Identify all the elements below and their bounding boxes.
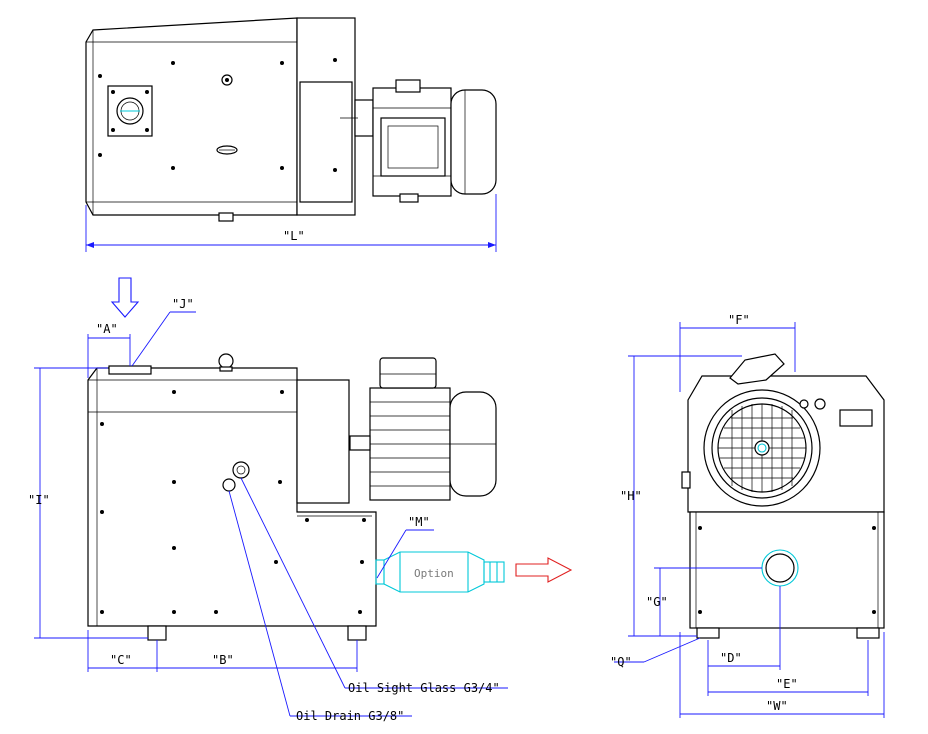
callout-oil-sight-glass: Oil Sight Glass G3/4" [348, 681, 500, 695]
front-view-nameplate [839, 409, 873, 427]
top-view-terminal-box [380, 117, 446, 177]
front-view-lifting-eye [729, 353, 785, 385]
front-view-oil-reservoir [689, 511, 885, 629]
front-view-motor-flange [703, 389, 821, 507]
dimension-label-D: "D" [720, 651, 742, 665]
dimension-label-Q: "Q" [610, 655, 632, 669]
front-view-foot-left [696, 627, 720, 639]
dimension-label-M: "M" [408, 515, 430, 529]
dimension-label-F: "F" [728, 313, 750, 327]
dimension-label-C: "C" [110, 653, 132, 667]
dimension-label-E: "E" [776, 677, 798, 691]
top-view-motor-fan-cover [450, 89, 497, 195]
option-exhaust-filter: Option [375, 551, 505, 593]
side-view-inlet-flange [108, 365, 152, 375]
dimension-label-B: "B" [212, 653, 234, 667]
inlet-flow-arrow [110, 277, 140, 318]
dimension-label-J: "J" [172, 297, 194, 311]
top-view-oil-plug [216, 145, 238, 155]
dimension-label-W: "W" [766, 699, 788, 713]
top-view: "L" [85, 17, 497, 252]
side-view-lifting-eye [218, 353, 234, 369]
front-view: "F" "H" "G" "Q" "D" "E" "W" [610, 313, 885, 718]
side-view-coupling-housing [296, 379, 350, 504]
side-view: Option "A" "J" "I" "C" "B" "M" Oil Sight [28, 277, 573, 723]
dimension-label-L: "L" [283, 229, 305, 243]
dimension-label-I: "I" [28, 493, 50, 507]
dimension-label-G: "G" [646, 595, 668, 609]
top-view-lifting-eye [221, 74, 233, 86]
front-view-foot-right [856, 627, 880, 639]
side-view-foot-left [147, 625, 167, 641]
option-label: Option [414, 567, 454, 580]
side-view-foot-right [347, 625, 367, 641]
exhaust-flow-arrow [515, 557, 573, 583]
side-view-terminal-box [379, 357, 437, 389]
dimension-label-A: "A" [96, 322, 118, 336]
dimension-label-H: "H" [620, 489, 642, 503]
callout-oil-drain: Oil Drain G3/8" [296, 709, 404, 723]
